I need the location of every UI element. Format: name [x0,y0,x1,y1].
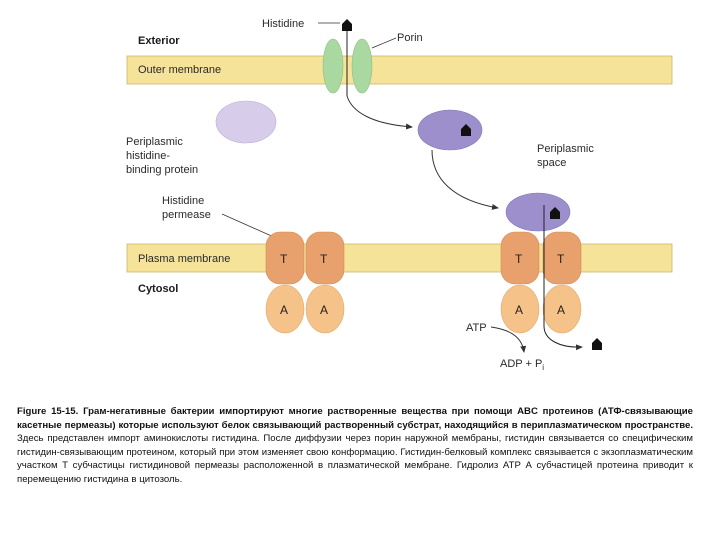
periplasmic-space-label-line2: space [537,157,566,169]
outer-membrane-band [126,55,673,85]
periplasmic-space-label-line1: Periplasmic [537,143,594,155]
binding-protein-docked [505,192,571,232]
t-label-right-1: T [515,252,523,266]
t-subunit-right-1 [500,231,540,285]
a-subunit-left-2 [305,284,345,334]
a-label-left-1: A [280,303,288,317]
caption-text: Здесь представлен импорт аминокислоты ги… [17,433,693,485]
binding-protein-free [215,100,277,144]
atp-hydrolysis-arrow [490,326,527,353]
porin-left-subunit [322,38,344,94]
histidine-permease-label-line2: permease [162,209,211,221]
docked-histidine-icon [550,207,560,219]
porin-leader-line [371,37,397,49]
t-label-left-2: T [320,252,328,266]
atp-label: ATP [466,322,487,334]
histidine-icon [342,19,352,31]
translocation-path [543,205,583,351]
a-subunit-right-2 [542,284,582,334]
histidine-label: Histidine [262,18,304,30]
porin-label: Porin [397,32,423,44]
outer-membrane-label: Outer membrane [138,64,221,76]
a-subunit-right-1 [500,284,540,334]
exterior-label: Exterior [138,35,180,47]
adp-label: ADP + Pi [500,358,544,372]
periplasmic-protein-label-line3: binding protein [126,164,198,176]
cytosol-label: Cytosol [138,283,178,295]
adp-text: ADP + P [500,358,542,370]
permease-leader-line [221,213,277,239]
t-label-left-1: T [280,252,288,266]
t-subunit-left-2 [305,231,345,285]
released-histidine-icon [592,338,602,350]
caption-bold-text: Грам-негативные бактерии импортируют мно… [17,406,694,431]
a-label-right-2: A [557,303,565,317]
binding-to-permease-arrow [431,149,499,210]
t-subunit-left-1 [265,231,305,285]
a-subunit-left-1 [265,284,305,334]
histidine-transport-diagram: Exterior Outer membrane Plasma membrane … [126,18,673,372]
binding-protein-bound [417,109,483,151]
periplasmic-protein-label-line2: histidine- [126,150,170,162]
a-label-right-1: A [515,303,523,317]
porin [322,38,373,94]
histidine-permease-label-line1: Histidine [162,195,204,207]
adp-subscript: i [542,363,544,372]
porin-to-binding-arrow [346,95,413,130]
a-label-left-2: A [320,303,328,317]
figure-caption: Figure 15-15. Грам-негативные бактерии и… [17,405,693,487]
t-label-right-2: T [557,252,565,266]
t-subunit-right-2 [542,231,582,285]
permease-idle: T T A A [265,231,345,334]
permease-active: T T A A [500,231,582,334]
porin-right-subunit [351,38,373,94]
periplasmic-protein-label-line1: Periplasmic [126,136,183,148]
figure-number: Figure 15-15. [17,406,79,417]
bound-histidine-icon [461,124,471,136]
plasma-membrane-label: Plasma membrane [138,253,230,265]
